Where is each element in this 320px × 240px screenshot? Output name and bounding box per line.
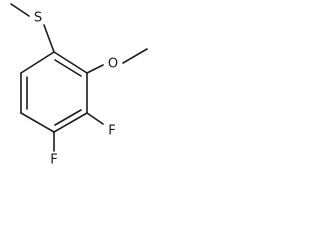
ring-bond-c6-c1 (20, 51, 55, 74)
atom-label-sulfur: S (34, 11, 42, 26)
ring-bond-c3-c4 (53, 112, 88, 133)
bond-ring-o (86, 64, 104, 74)
chemical-structure-diagram: S O F F (10, 3, 148, 168)
bond-o-methyl (122, 48, 148, 64)
bond-s-ring (43, 24, 55, 53)
ring-bond-c1-c2 (53, 51, 88, 74)
ring-double-bond-inner-c1-c2 (54, 59, 82, 77)
bond-ring-f-upper (86, 112, 104, 125)
atom-label-fluorine-upper: F (108, 124, 115, 139)
atom-label-oxygen: O (108, 57, 118, 72)
ring-double-bond-inner-c3-c4 (54, 109, 82, 126)
atom-label-fluorine-lower: F (50, 153, 57, 168)
ring-bond-c4-c5 (20, 112, 55, 133)
bond-methyl-s-1 (10, 3, 30, 17)
